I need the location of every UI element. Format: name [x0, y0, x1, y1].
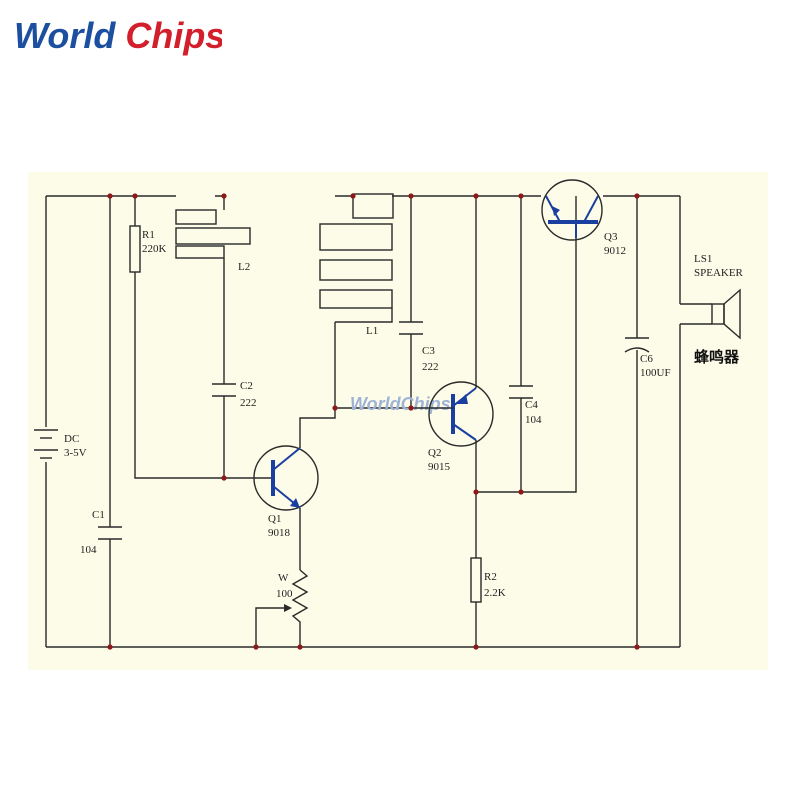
inductor-l1: [319, 193, 394, 309]
capacitor-c1: [98, 526, 122, 540]
transistor-q1: [253, 445, 319, 511]
circuit-schematic: DC 3-5V C1 104 R1 220K L2 C2 222 Q1 9018…: [28, 172, 768, 670]
c2-ref: C2: [240, 380, 253, 392]
w-ref: W: [278, 572, 289, 584]
dc-value: 3-5V: [64, 447, 87, 459]
r1-ref: R1: [142, 229, 155, 241]
battery-dc: [34, 429, 58, 459]
q1-ref: Q1: [268, 513, 281, 525]
resistor-r1: [129, 225, 141, 273]
ls1-value: SPEAKER: [694, 267, 744, 279]
r1-wire: [134, 196, 273, 479]
c4-value: 104: [525, 414, 542, 426]
transistor-q2: [428, 381, 494, 447]
ls1-ref: LS1: [694, 253, 712, 265]
c6-ref: C6: [640, 353, 653, 365]
inductor-l2: [175, 209, 251, 259]
c4-ref: C4: [525, 399, 538, 411]
resistor-r2: [470, 557, 482, 603]
w-value: 100: [276, 588, 293, 600]
speaker-icon: [711, 288, 741, 340]
q3-ref: Q3: [604, 231, 618, 243]
logo-text: World Chips: [14, 15, 222, 56]
l2-ref: L2: [238, 261, 250, 273]
r2-ref: R2: [484, 571, 497, 583]
schematic-background: [28, 172, 768, 670]
potentiometer-w: [291, 569, 309, 647]
r2-value: 2.2K: [484, 587, 506, 599]
q2-ref: Q2: [428, 447, 441, 459]
buzzer-label: 蜂鸣器: [694, 348, 740, 366]
q2-value: 9015: [428, 461, 451, 473]
c3-value: 222: [422, 361, 439, 373]
capacitor-c6: [624, 337, 650, 353]
c2-value: 222: [240, 397, 257, 409]
c6-value: 100UF: [640, 367, 671, 379]
c1-ref: C1: [92, 509, 105, 521]
world-chips-logo: World Chips: [12, 6, 222, 62]
q1-value: 9018: [268, 527, 291, 539]
capacitor-c3: [399, 321, 423, 335]
dc-ref: DC: [64, 433, 79, 445]
q3-value: 9012: [604, 245, 626, 257]
capacitor-c2: [212, 383, 236, 397]
r1-value: 220K: [142, 243, 167, 255]
junction-dots: [107, 193, 640, 650]
c1-value: 104: [80, 544, 97, 556]
c3-ref: C3: [422, 345, 435, 357]
capacitor-c4: [509, 385, 533, 399]
watermark-text: WorldChips: [350, 394, 451, 414]
transistor-q3: [541, 179, 603, 241]
l1-ref: L1: [366, 325, 378, 337]
